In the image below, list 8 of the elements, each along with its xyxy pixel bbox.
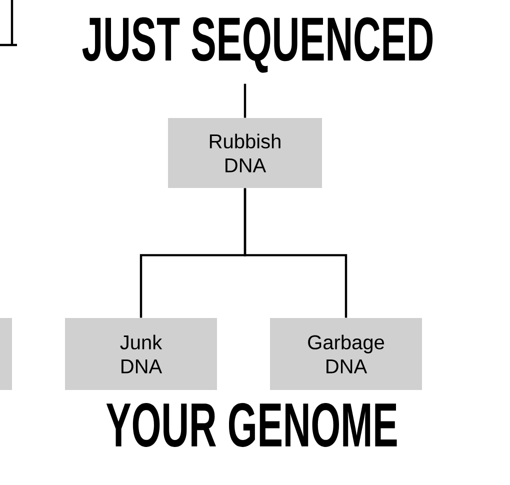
meme-caption: YOUR GENOME <box>106 403 397 447</box>
meme-caption: JUST SEQUENCED <box>82 17 433 73</box>
partial-box <box>0 318 12 390</box>
connector-line <box>244 84 246 118</box>
dna-box: Junk DNA <box>65 318 217 390</box>
dna-box: Rubbish DNA <box>168 118 322 188</box>
dna-box: Garbage DNA <box>270 318 422 390</box>
connector-line <box>244 188 348 318</box>
